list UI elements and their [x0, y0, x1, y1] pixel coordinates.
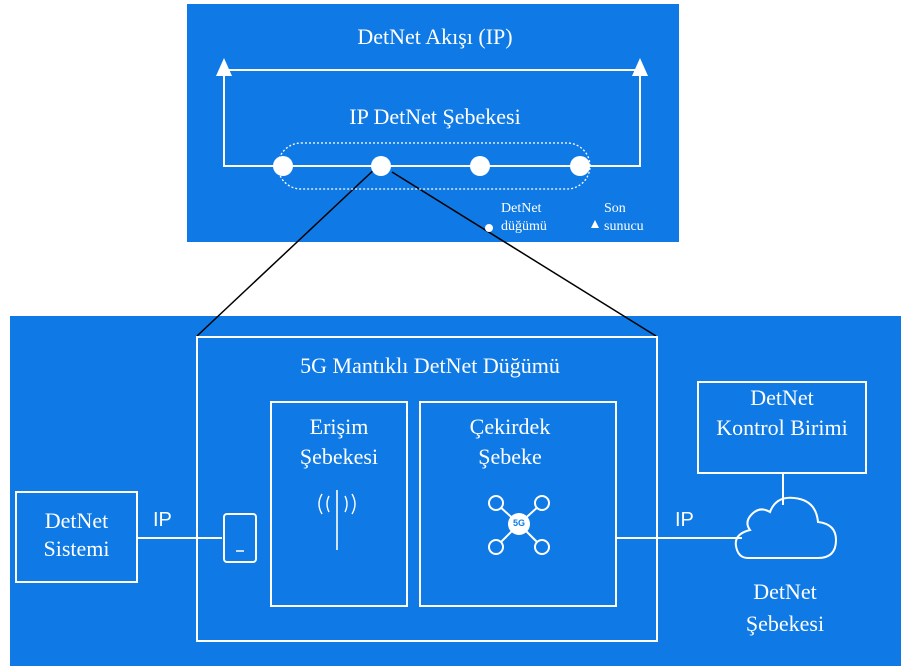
detnet-system-label: DetNet Sistemi [15, 507, 138, 563]
ip-network-label: IP DetNet Şebekesi [349, 104, 521, 129]
detnet-node-icon [470, 156, 490, 176]
legend-node-label: DetNet düğümü [501, 200, 547, 236]
access-network-label-line1: Erişim [309, 414, 369, 439]
flow-title: DetNet Akışı (IP) [357, 24, 513, 49]
core-network-label-line2: Şebeke [478, 444, 542, 469]
detnet-controller-label: DetNet Kontrol Birimi [697, 383, 867, 443]
cloud-icon [734, 496, 838, 559]
legend-host-label-line2: sunucu [604, 219, 644, 234]
detnet-node-icon [570, 156, 590, 176]
core-network-box [419, 401, 617, 607]
core-badge-label: 5G [512, 518, 525, 528]
detnet-network-label-line1: DetNet [753, 579, 817, 604]
logical-node-box [196, 336, 658, 642]
access-network-label-line2: Şebekesi [299, 444, 379, 469]
detnet-network-label: DetNet Şebekesi [720, 576, 850, 640]
detnet-controller-box [697, 381, 867, 474]
detnet-network-label-line2: Şebekesi [745, 611, 825, 636]
core-network-hub-icon [488, 495, 550, 555]
core-network-label: Çekirdek Şebeke [440, 412, 580, 472]
logical-node-title: 5G Mantıklı DetNet Düğümü [300, 353, 560, 378]
detnet-system-box [15, 491, 138, 583]
ip-label-right: IP [675, 509, 694, 531]
detnet-controller-label-line1: DetNet [750, 385, 814, 410]
legend-host-label-line1: Son [604, 201, 626, 216]
access-network-label: Erişim Şebekesi [270, 412, 408, 472]
bottom-panel [10, 316, 901, 666]
antenna-icon [318, 490, 356, 550]
ip-label-left: IP [153, 509, 172, 531]
core-network-label-line1: Çekirdek [469, 414, 551, 439]
end-host-arrow-right-icon [632, 58, 648, 76]
end-host-arrow-left-icon [216, 58, 232, 76]
top-panel [187, 4, 679, 242]
detnet-node-icon [273, 156, 293, 176]
legend-host-icon [591, 220, 599, 228]
legend-node-label-line1: DetNet [501, 201, 542, 216]
legend-node-label-line2: düğümü [501, 219, 547, 234]
detnet-system-label-line1: DetNet [44, 508, 109, 533]
zoom-line-right [391, 171, 657, 337]
user-device-icon [223, 513, 257, 563]
zoom-line-left [196, 165, 379, 337]
detnet-node-icon [371, 156, 391, 176]
legend-node-icon [485, 224, 493, 232]
access-network-box [270, 401, 408, 607]
detnet-controller-label-line2: Kontrol Birimi [716, 415, 848, 440]
detnet-system-label-line2: Sistemi [43, 536, 110, 561]
legend-host-label: Son sunucu [604, 200, 644, 236]
